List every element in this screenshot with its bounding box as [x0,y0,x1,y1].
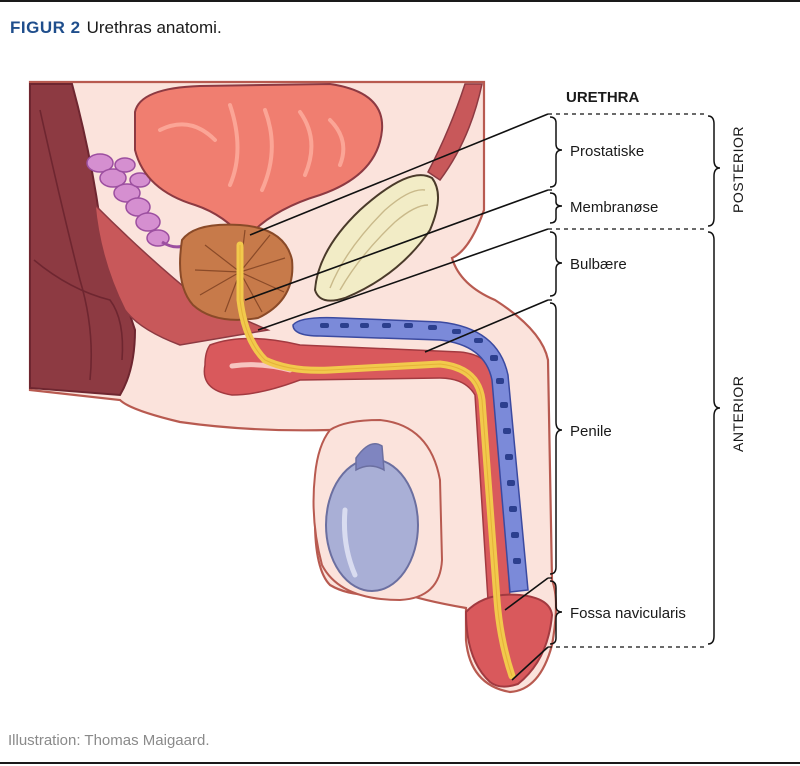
illustration-credit: Illustration: Thomas Maigaard. [8,732,210,749]
testis-highlight [341,507,358,578]
figure-caption: FIGUR 2 Urethras anatomi. [10,18,222,38]
segment-label-penile: Penile [570,423,612,440]
testis [325,458,419,592]
leader-lines [244,113,549,681]
epididymis [355,443,385,472]
segment-separators [548,113,708,648]
cavernosum-sinusoids [320,323,521,564]
group-label-posterior: POSTERIOR [730,126,746,213]
suspensory-ligament [427,83,483,182]
bottom-rule [0,762,800,764]
group-label-anterior: ANTERIOR [730,376,746,452]
bladder-rugae [158,103,346,192]
figure-title: Urethras anatomi. [86,18,222,37]
segment-label-fossa: Fossa navicularis [570,605,686,622]
top-rule [0,0,800,2]
pubic-symphysis-lines [329,189,429,291]
segment-braces [549,116,563,645]
pubic-symphysis [313,174,439,302]
pelvic-bone-contour [33,259,124,361]
segment-label-prostatic: Prostatiske [570,143,644,160]
pelvic-bone-inner [39,109,93,381]
bladder [134,82,384,242]
group-braces [707,115,721,645]
corpus-cavernosum [292,316,529,593]
segment-label-bulbar: Bulbære [570,256,627,273]
perineal-muscle [94,203,271,346]
urethra-heading: URETHRA [566,89,639,106]
urethra-lumen-edge [239,245,513,677]
figure-label: FIGUR 2 [10,18,81,37]
seminal-vesicles [86,153,170,247]
segment-label-membranous: Membranøse [570,199,658,216]
